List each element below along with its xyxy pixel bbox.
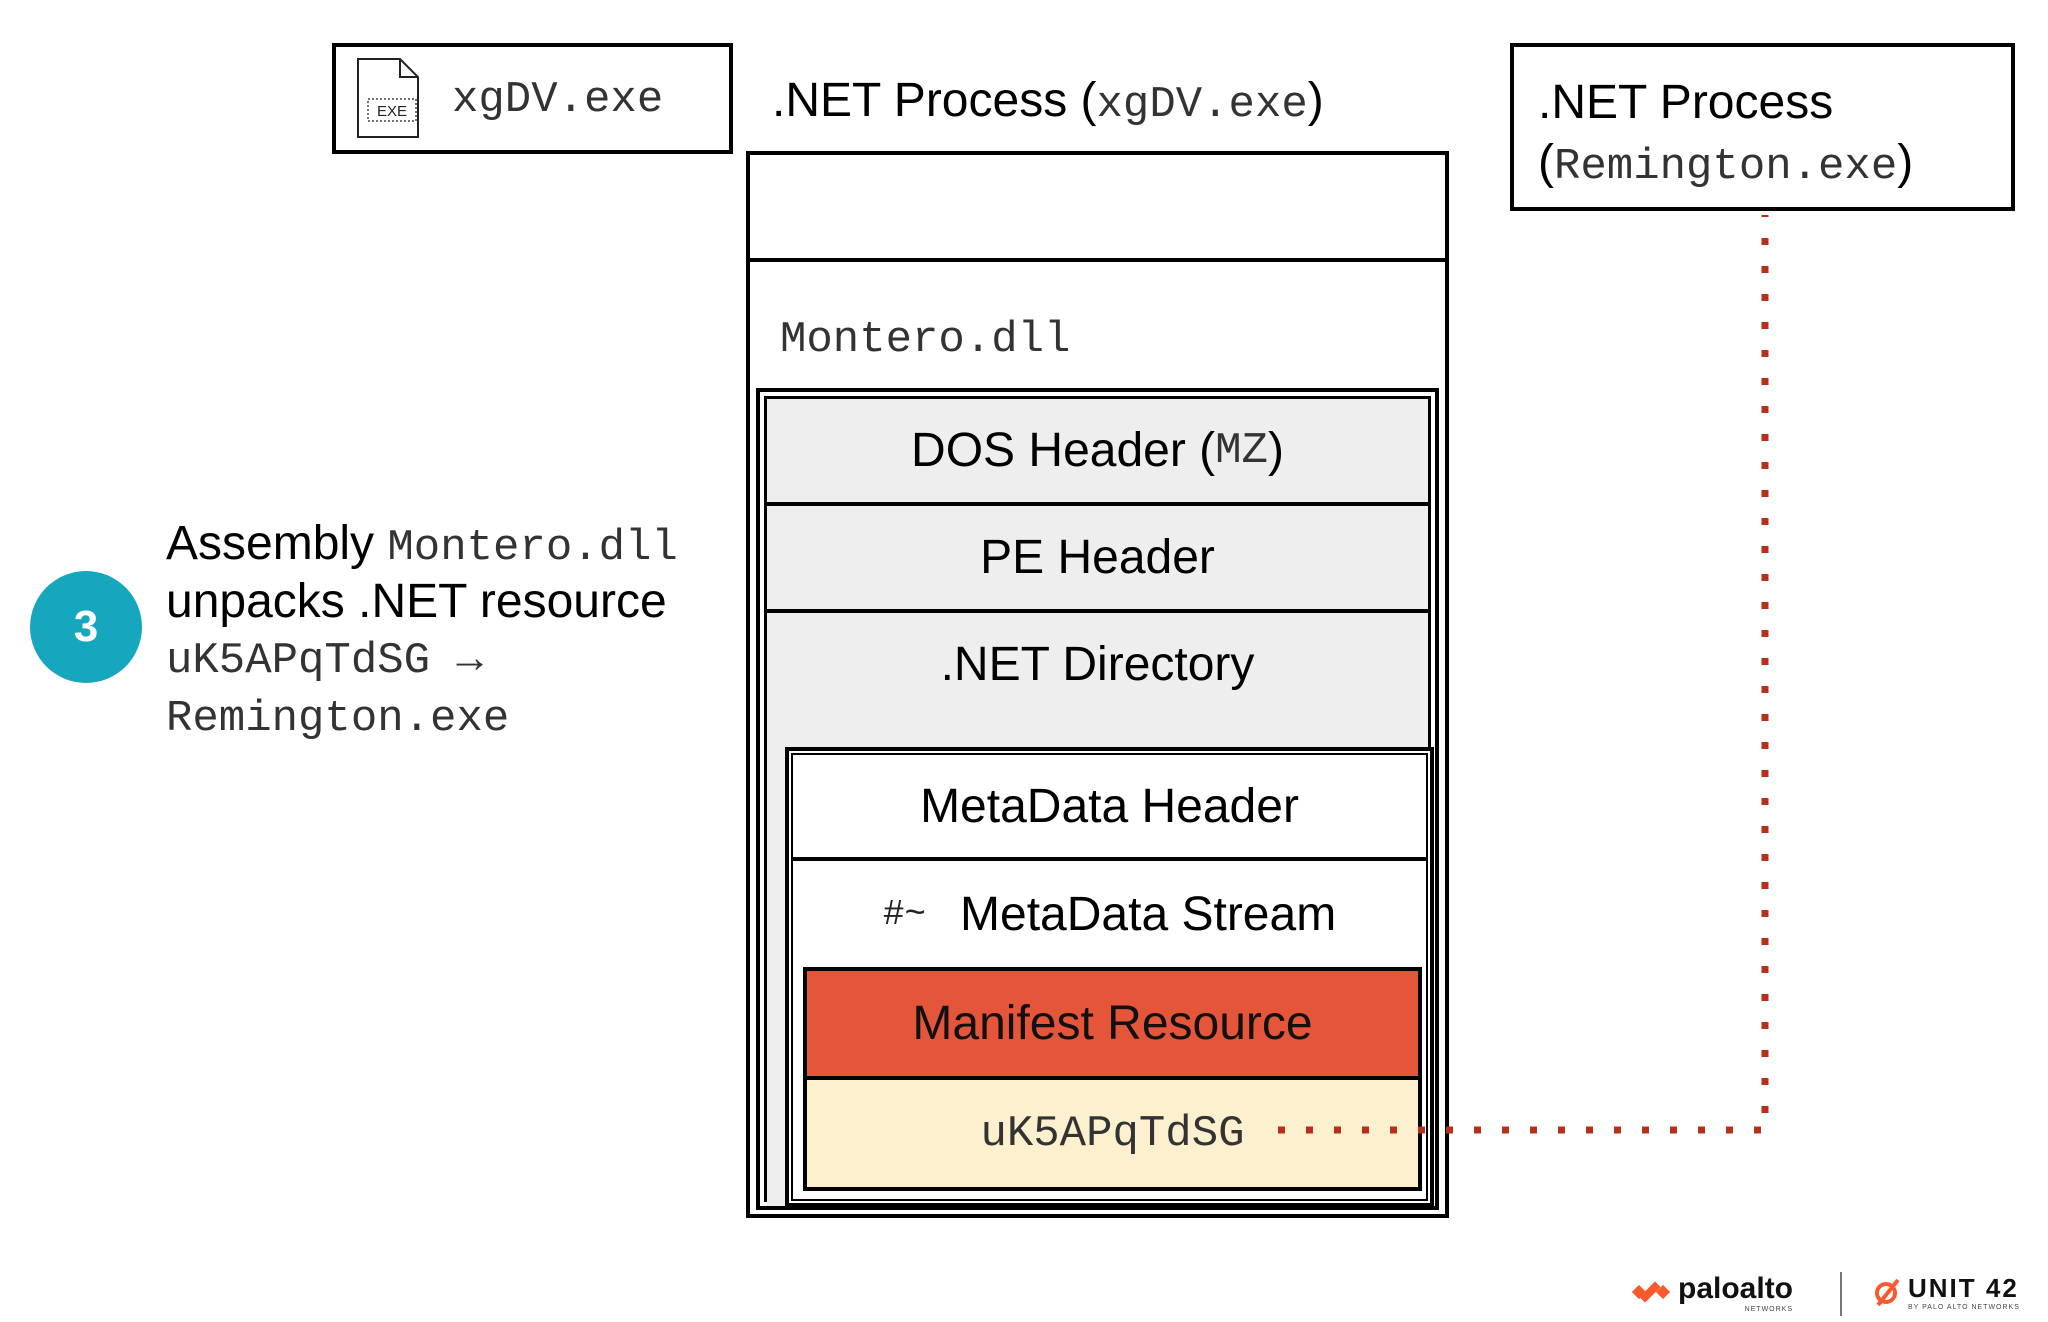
dll-frame-outer: DOS Header (MZ) PE Header .NET Directory… (756, 388, 1439, 1210)
remote-open-paren: ( (1538, 136, 1554, 189)
process-memory-box: Montero.dll DOS Header (MZ) PE Header .N… (746, 151, 1449, 1218)
dos-header-close: ) (1267, 424, 1284, 477)
process-heading-prefix: .NET Process ( (772, 74, 1097, 127)
process-heading: .NET Process (xgDV.exe) (772, 73, 1324, 130)
remote-process-title: .NET Process (1538, 76, 1834, 129)
remote-process-name: Remington.exe (1553, 142, 1898, 192)
dll-frame-inner: DOS Header (MZ) PE Header .NET Directory… (764, 396, 1434, 1207)
annotation-assembly-text: Assembly (166, 517, 388, 570)
exe-icon-text: EXE (377, 103, 407, 120)
dos-header-magic: MZ (1215, 425, 1268, 476)
process-top-region (750, 155, 1445, 262)
unit42-logo: UNIT 42 BY PALO ALTO NETWORKS (1872, 1270, 2020, 1314)
exe-file-icon: EXE (357, 58, 419, 138)
dos-header: DOS Header (MZ) (767, 399, 1428, 506)
paloalto-mark-icon (1632, 1281, 1671, 1303)
paloalto-wordmark: paloalto (1678, 1271, 1794, 1305)
metadata-stream: #~ MetaData Stream (793, 861, 1426, 967)
dos-header-label: DOS Header ( (911, 424, 1216, 477)
remote-process-name-line: (Remington.exe) (1538, 135, 1913, 192)
process-heading-suffix: ) (1307, 74, 1324, 127)
remote-close-paren: ) (1897, 136, 1914, 189)
metadata-stream-label: MetaData Stream (960, 887, 1337, 941)
annotation-line-1: Assembly Montero.dll (166, 516, 678, 573)
step-number-badge: 3 (30, 571, 142, 683)
annotation-line-4: Remington.exe (166, 694, 510, 744)
metadata-frame-inner: MetaData Header #~ MetaData Stream Manife… (791, 753, 1428, 1201)
unit42-mark-icon (1875, 1278, 1900, 1307)
annotation-line-3: uK5APqTdSG → (166, 636, 483, 686)
unit42-subtext: BY PALO ALTO NETWORKS (1908, 1304, 2020, 1311)
metadata-frame-outer: MetaData Header #~ MetaData Stream Manife… (785, 747, 1434, 1207)
paloalto-logo: paloalto NETWORKS (1632, 1270, 1793, 1314)
resource-name: uK5APqTdSG (803, 1076, 1422, 1191)
annotation-dll-name: Montero.dll (387, 523, 678, 573)
exe-file-name: xgDV.exe (452, 75, 664, 125)
unit42-wordmark: UNIT 42 (1908, 1273, 2019, 1303)
annotation-line-2: unpacks .NET resource (166, 575, 667, 628)
dll-name: Montero.dll (780, 315, 1071, 365)
manifest-resource: Manifest Resource (803, 967, 1422, 1080)
paloalto-subtext: NETWORKS (1744, 1305, 1794, 1313)
metadata-stream-tag: #~ (882, 893, 927, 935)
metadata-header: MetaData Header (793, 755, 1426, 861)
exe-file-box: EXE xgDV.exe (332, 43, 733, 154)
pe-header: PE Header (767, 506, 1428, 613)
logo-divider (1840, 1272, 1842, 1316)
remote-process-box: .NET Process (Remington.exe) (1510, 43, 2015, 211)
process-heading-name: xgDV.exe (1096, 80, 1308, 130)
